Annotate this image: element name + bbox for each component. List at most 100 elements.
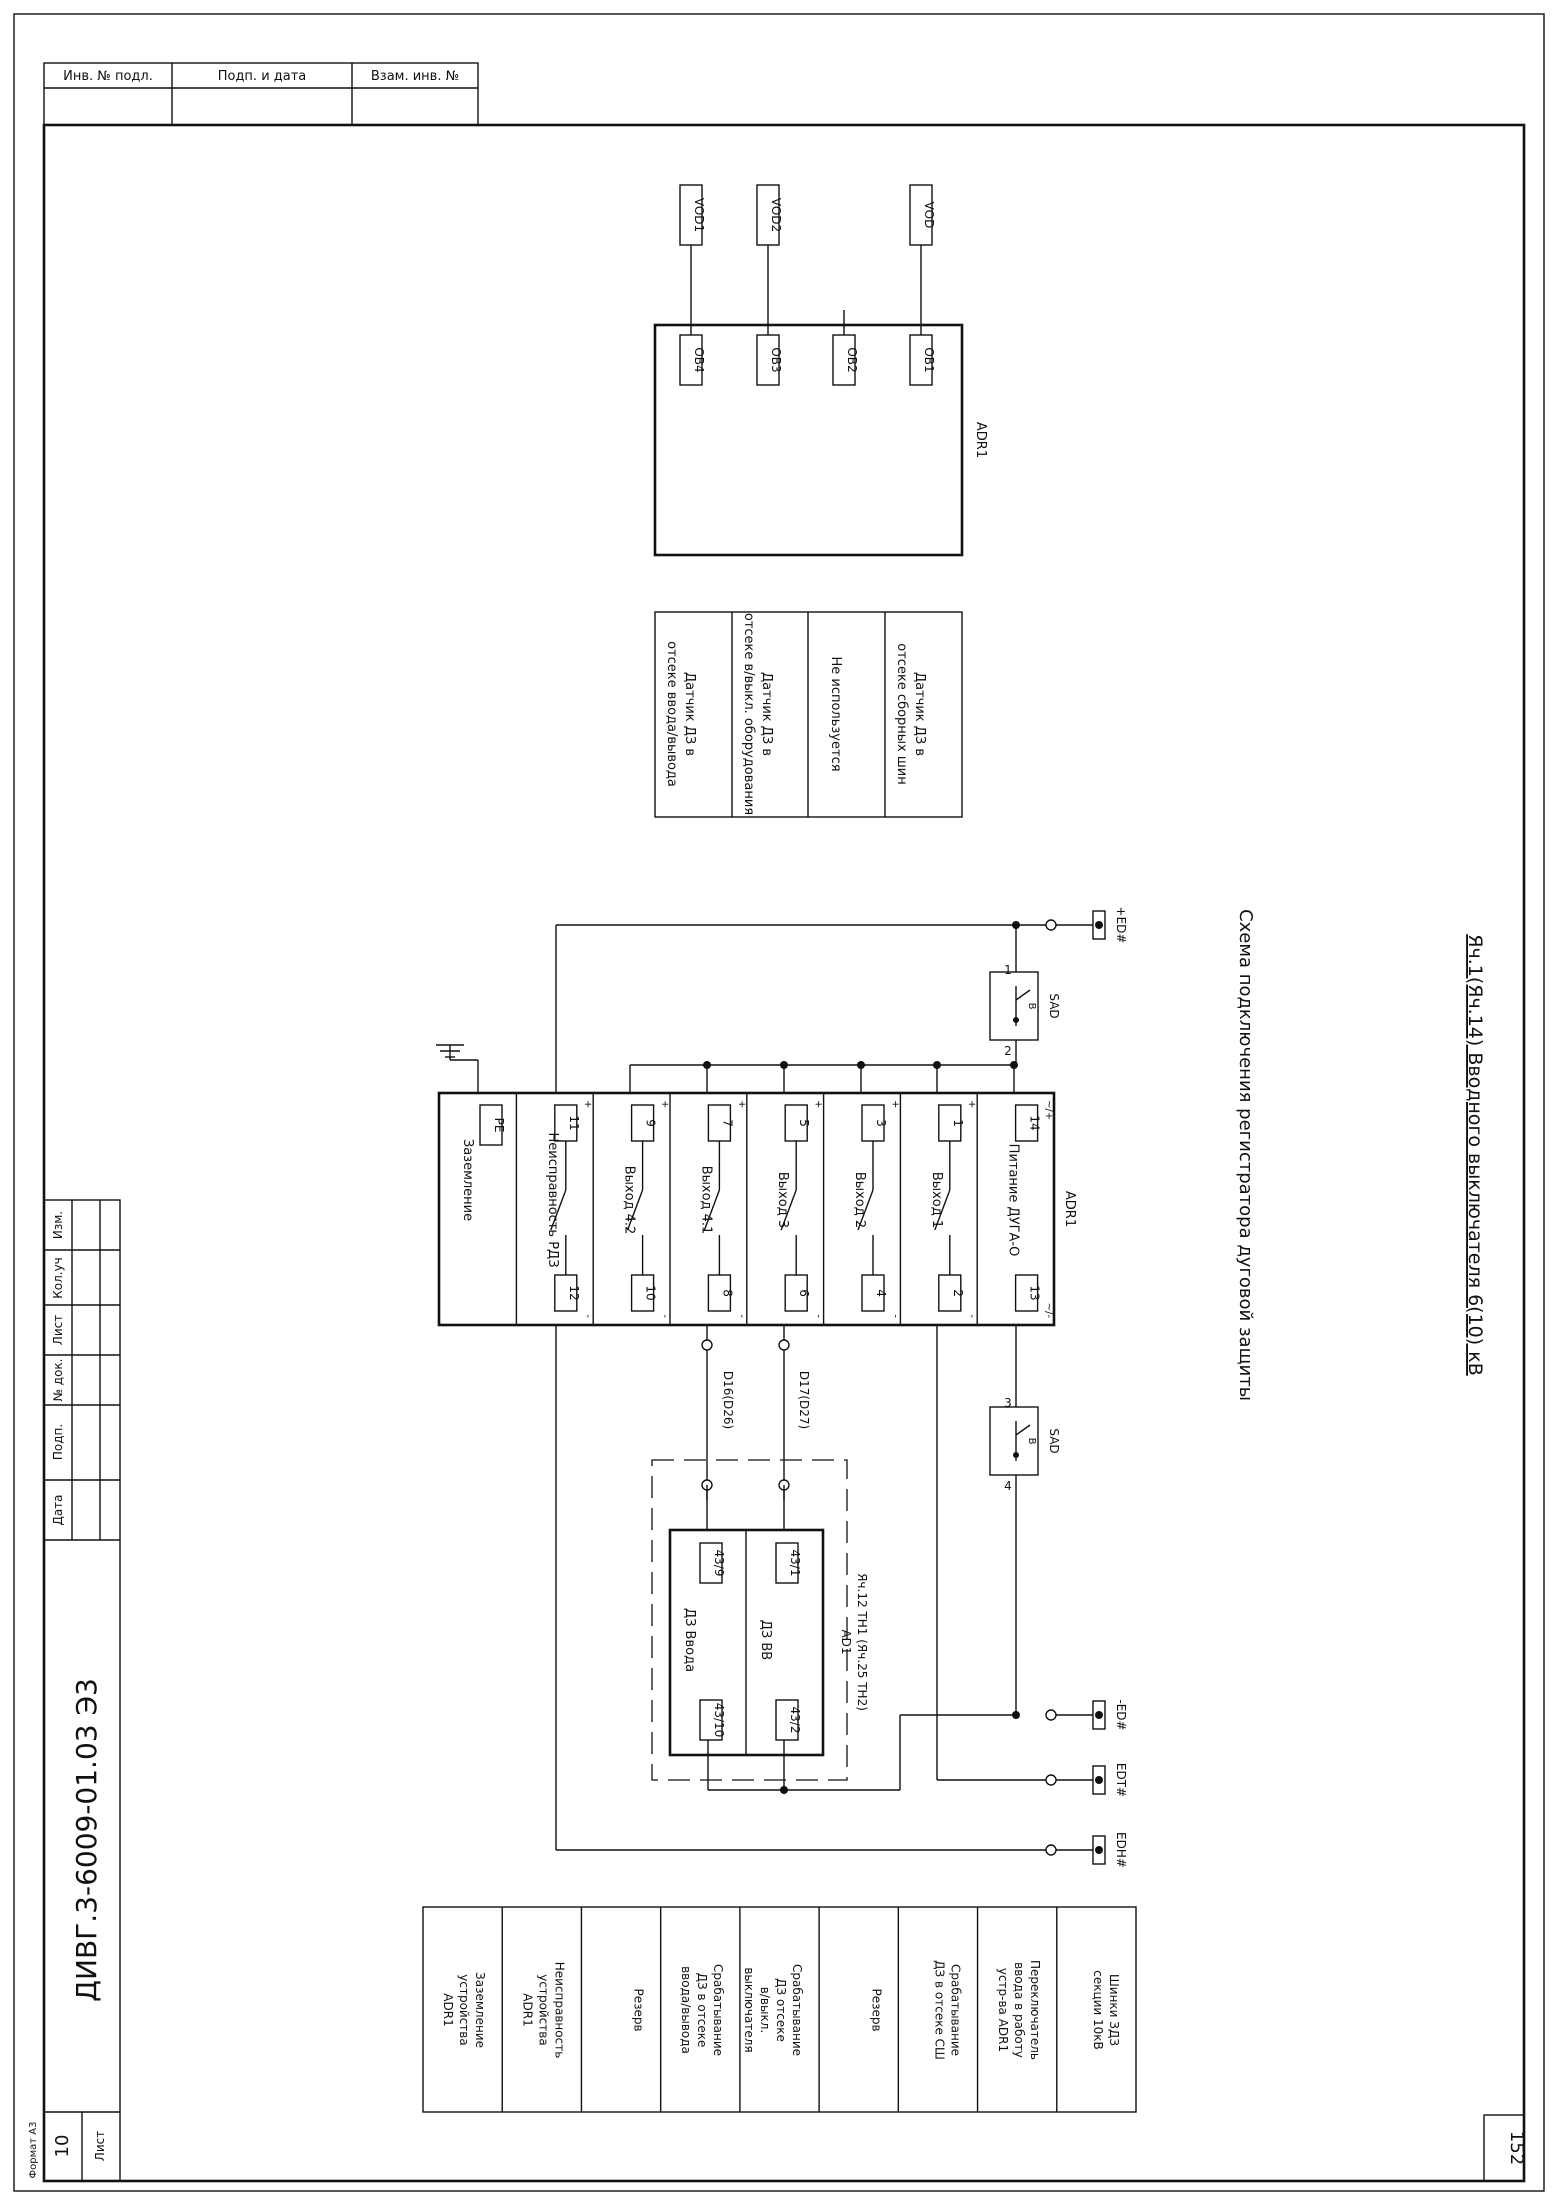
tb-list: Лист [51,1315,65,1345]
ad1-terminal-right-label: 43/10 [712,1703,726,1738]
terminal-right-label: 13 [1028,1285,1042,1300]
terminal-right-label: 6 [797,1289,811,1297]
row-label-ground: Заземление [460,1139,475,1221]
terminal-left-sign: + [582,1100,593,1108]
sensor-desc-3: Датчик ДЗ вотсеке ввода/вывода [664,641,697,787]
terminal-pe-label: PE [492,1118,506,1133]
sad-top-label: SAD [1047,993,1061,1018]
tb-format-note: Формат А3 [28,2122,39,2179]
function-cell-line: ADR1 [441,1993,455,2026]
terminal-right-label: 12 [567,1285,581,1300]
ad1-block: Яч.12 ТН1 (Яч.25 ТН2) AD1 43/143/2ДЗ ВВ4… [651,1459,869,1781]
wire-label-d16: D16(D26) [721,1371,735,1429]
row-label-1: Выход 1 [929,1172,944,1228]
function-cell-line: секции 10кВ [1091,1970,1105,2050]
ad1-terminal-left [699,1542,723,1584]
terminal-right-label: 4 [874,1289,888,1297]
sad-top-pin-2: 2 [1004,1044,1012,1058]
terminal-left-sign: + [813,1100,824,1108]
terminal-right-label: 10 [644,1285,658,1300]
bus-terminal-dot [1095,1846,1103,1854]
sad-switch-bottom: SAD 3 4 В [989,1396,1061,1493]
contact-blade [934,1189,951,1231]
terminal-left-label: 3 [874,1119,888,1127]
sensor-vod2-label: VOD2 [769,198,783,232]
terminal-left-label: 9 [644,1119,658,1127]
terminal-left-label: 11 [567,1115,581,1130]
terminal-pe [479,1104,503,1146]
function-cell-line: Срабатывание [711,1964,725,2056]
function-cell-line: Срабатывание [790,1964,804,2056]
stamp-inv-podl: Инв. № подл. [63,69,153,84]
terminal-left-label: 14 [1028,1115,1042,1130]
function-cell-line: устр-ва ADR1 [996,1968,1010,2052]
terminal-left-sign: + [659,1100,670,1108]
sad-top-letter: В [1026,1003,1037,1010]
terminal-left-label: 5 [797,1119,811,1127]
contact-blade [857,1189,874,1231]
function-cell-line: Резерв [632,1988,646,2031]
sensor-desc-0: Датчик ДЗ вотсеке сборных шин [894,643,927,784]
adr1-main-label: ADR1 [1062,1191,1077,1227]
sensor-desc-line: отсеке сборных шин [894,643,909,784]
ad1-terminal-right [775,1699,799,1741]
port-ob3-label: ОВ3 [769,347,783,372]
stamp-vzam-inv: Взам. инв. № [371,69,459,84]
terminal-left-label: 1 [951,1119,965,1127]
bus-open-node [1045,1844,1057,1856]
function-cell-5: СрабатываниеДЗ в отсекеввода/вывода [679,1964,725,2056]
function-cell-line: Шинки ЗДЗ [1107,1974,1121,2046]
function-cell-line: Неисправность [552,1962,566,2059]
wiring [436,921,1046,1851]
terminal-left-sign: ~/+ [1043,1100,1054,1120]
wire-label-d17: D17(D27) [797,1371,811,1429]
ad1-terminal-left-label: 43/9 [712,1550,726,1577]
function-cell-line: в/выкл. [758,1987,772,2033]
tb-izm: Изм. [51,1211,65,1239]
tb-n-dok: № док. [51,1359,65,1402]
stamp-podp-data: Подп. и дата [218,69,307,84]
adr1-optic-block: ADR1 ОВ4 ОВ3 ОВ2 ОВ1 VOD1 VOD2 VOD [653,184,988,557]
terminal-right-sign: - [736,1314,747,1318]
terminal-right-sign: - [966,1314,977,1318]
sensor-desc-2: Датчик ДЗ вотсеке в/выкл. оборудования [741,613,774,815]
bus-open-node [1045,1709,1057,1721]
function-cell-6: Резерв [632,1988,646,2031]
ad1-terminal-right [699,1699,723,1741]
function-cell-line: Переключатель [1028,1960,1042,2060]
ad1-terminal-left [775,1542,799,1584]
sensor-desc-line: отсеке ввода/вывода [664,641,679,787]
ad1-row-label: ДЗ ВВ [758,1620,773,1660]
function-cell-line: ввода/вывода [679,1966,693,2054]
port-ob4-label: ОВ4 [692,347,706,372]
function-cell-line: устройства [536,1974,550,2045]
row-label-3: Выход 3 [775,1172,790,1228]
row-label-0: Питание ДУГА-О [1006,1144,1021,1257]
sad-bottom-pin-3: 3 [1004,1396,1012,1410]
terminal-right-label: 2 [951,1289,965,1297]
ad1-name: AD1 [839,1629,853,1654]
approval-stamp: Инв. № подл. Подп. и дата Взам. инв. № [43,62,479,126]
terminal-left-14 [1014,1104,1039,1142]
ad1-terminal-right-label: 43/2 [788,1707,802,1734]
function-cell-4: СрабатываниеДЗ отсекев/выкл.выключателя [742,1964,804,2056]
sensor-desc-line: отсеке в/выкл. оборудования [741,613,756,815]
function-cell-0: Шинки ЗДЗсекции 10кВ [1091,1970,1121,2050]
sensor-desc-line: Не используется [828,656,843,771]
bus-terminal-dot [1095,921,1103,929]
function-cell-line: ДЗ в отсеке [695,1973,709,2048]
tb-podp: Подп. [51,1424,65,1460]
wire-open-node [701,1339,713,1351]
ad1-row-label: ДЗ Ввода [682,1608,697,1672]
function-cell-line: ДЗ в отсеке СШ [933,1960,947,2060]
function-cell-line: Резерв [869,1988,883,2031]
wire-open-node [778,1339,790,1351]
contact-blade [780,1189,797,1231]
title-block: Изм. Кол.уч Лист № док. Подп. Дата ДИВГ.… [28,1199,121,2182]
function-cell-3: Резерв [869,1988,883,2031]
ad1-remote-frame [651,1459,848,1781]
function-cell-7: НеисправностьустройстваADR1 [520,1962,566,2059]
